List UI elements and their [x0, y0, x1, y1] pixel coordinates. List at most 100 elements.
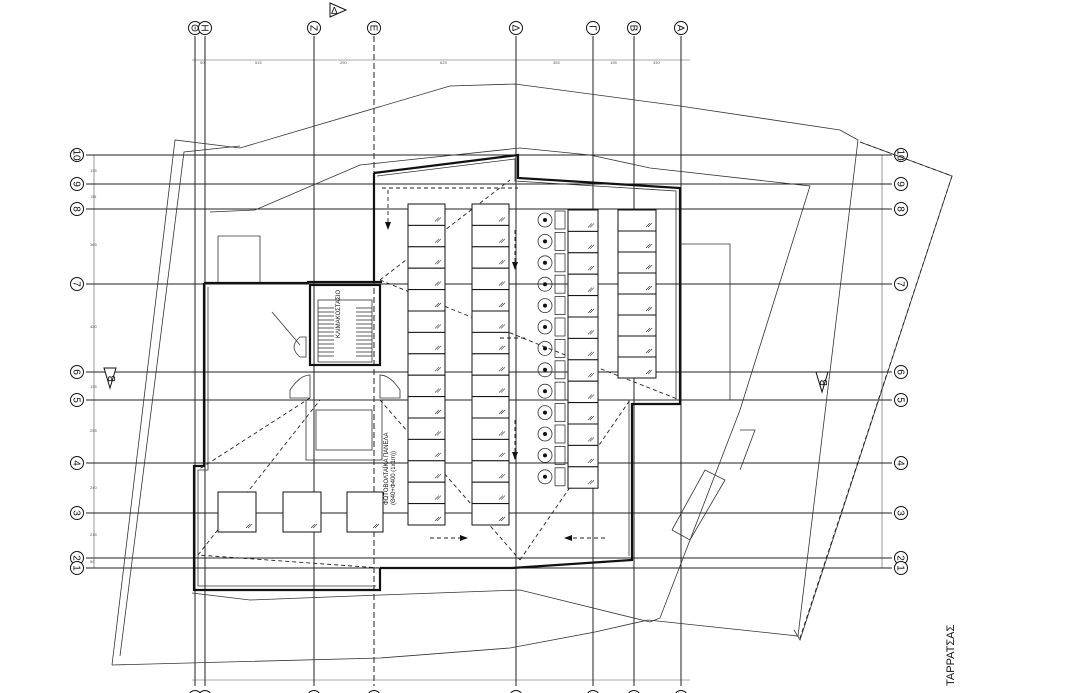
panel-hatch [647, 243, 653, 249]
solar-panel [346, 491, 384, 533]
solar-panel [567, 252, 599, 275]
grid-bubble-right [894, 506, 908, 520]
drain-box [554, 231, 566, 251]
panel-hatch [436, 388, 442, 393]
drain-box [554, 381, 566, 401]
panel-hatch [500, 452, 506, 458]
panel-hatch [589, 308, 595, 314]
roof-drain-center [543, 260, 547, 265]
panel-hatch [587, 308, 593, 314]
panel-hatch [498, 302, 504, 308]
roof-drain-center [543, 303, 547, 308]
panel-hatch [436, 345, 442, 351]
section-marker-top-label: Δ [331, 6, 338, 17]
panel-hatch [436, 473, 442, 479]
grid-row-label: 1 [71, 565, 82, 571]
panel-hatch [498, 238, 504, 244]
solar-panel [471, 417, 510, 440]
drain-box [554, 210, 566, 230]
grid-bubble-top [674, 21, 688, 35]
solar-panel [471, 374, 510, 398]
grid-bubble-bottom [308, 690, 320, 693]
panel-hatch [434, 409, 440, 415]
panel-hatch [647, 222, 653, 228]
panel-hatch [647, 285, 653, 291]
panel-hatch [645, 285, 651, 291]
drawing-title-text: ΤΑΡΡΑΤΣΑΣ [945, 625, 957, 686]
solar-panel [407, 374, 446, 398]
grid-row-label: 2 [71, 555, 82, 561]
dim-side-8: 215 [90, 532, 97, 537]
panel-hatch [498, 409, 504, 415]
panel-hatch [372, 523, 378, 529]
solar-panel [407, 417, 446, 440]
drain-box [554, 317, 566, 337]
solar-panel [567, 359, 599, 382]
solar-panel [217, 491, 257, 533]
panel-hatch [500, 281, 506, 286]
section-marker-left: B [103, 367, 118, 390]
grid-row-label: 9 [71, 181, 82, 187]
grid-bubble-bottom [675, 690, 687, 693]
grid-bubble-bottom [368, 690, 380, 693]
panel-hatch [436, 452, 442, 458]
grid-column-label: Β [628, 25, 639, 32]
solar-panel [471, 310, 510, 333]
building-outline [192, 153, 756, 592]
panel-hatch [500, 324, 506, 329]
solar-panel [617, 230, 657, 253]
panel-hatch [587, 244, 593, 250]
grid-bubble-bottom [510, 690, 522, 693]
solar-panel [407, 310, 446, 333]
roof-drain-center [543, 367, 547, 372]
panel-hatch [498, 431, 504, 436]
panel-hatch [436, 409, 442, 415]
panel-hatch [498, 324, 504, 329]
panel-hatch [589, 330, 595, 335]
grid-bubble-bottom [199, 690, 211, 693]
panel-hatch [312, 523, 318, 529]
panel-hatch [645, 264, 651, 270]
panel-hatch [647, 264, 653, 270]
grid-bubble-top [586, 21, 600, 35]
solar-panel [282, 491, 322, 533]
panel-hatch [436, 302, 442, 308]
roof-drain-center [543, 474, 547, 479]
panel-hatch [500, 409, 506, 415]
grid-column-label: Η [199, 24, 210, 31]
drain-box [554, 253, 566, 273]
panel-hatch [645, 243, 651, 249]
roof-drain [537, 276, 553, 292]
dim-top-1: 50 [200, 60, 205, 65]
grid-bubble-top [198, 21, 212, 35]
solar-panel [471, 460, 510, 483]
panel-hatch [589, 372, 595, 378]
solar-panel [407, 267, 446, 291]
roof-drain [537, 212, 553, 228]
grid-column-label: Θ [189, 24, 200, 32]
roof-drain [537, 383, 553, 399]
panel-hatch [500, 238, 506, 244]
solar-panel [617, 314, 657, 337]
grid-row-label: 6 [71, 369, 82, 375]
panel-hatch [498, 388, 504, 393]
panel-hatch [434, 217, 440, 222]
grid-bubble-top [367, 21, 381, 35]
grid-row-label: 3 [71, 510, 82, 516]
panel-hatch [645, 327, 651, 333]
panel-hatch [434, 259, 440, 265]
panel-hatch [434, 281, 440, 286]
panel-hatch [434, 431, 440, 436]
grid-bubble-left [70, 177, 84, 191]
drain-box [554, 445, 566, 465]
solar-panel [567, 230, 599, 254]
panel-hatch [500, 495, 506, 500]
solar-panel [407, 203, 446, 226]
panel-hatch [434, 345, 440, 351]
dim-top-5: 365 [553, 60, 560, 65]
grid-bubble-left [70, 148, 84, 162]
roof-drain-center [543, 218, 547, 222]
panel-hatch [500, 302, 506, 308]
solar-panel [407, 396, 446, 419]
roof-drain-center [543, 410, 547, 415]
